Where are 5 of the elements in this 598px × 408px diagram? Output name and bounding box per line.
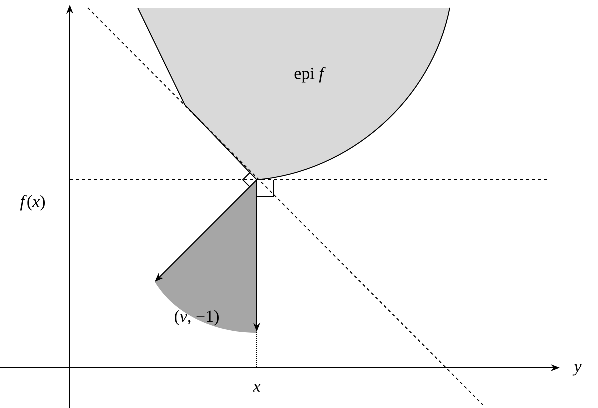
vector-label: (v, −1) <box>175 310 219 326</box>
axis-label: y <box>572 364 582 376</box>
region-label: epi f <box>294 67 326 83</box>
axis-value-label: x <box>253 384 261 392</box>
axis-value-label: f(x) <box>20 195 46 211</box>
